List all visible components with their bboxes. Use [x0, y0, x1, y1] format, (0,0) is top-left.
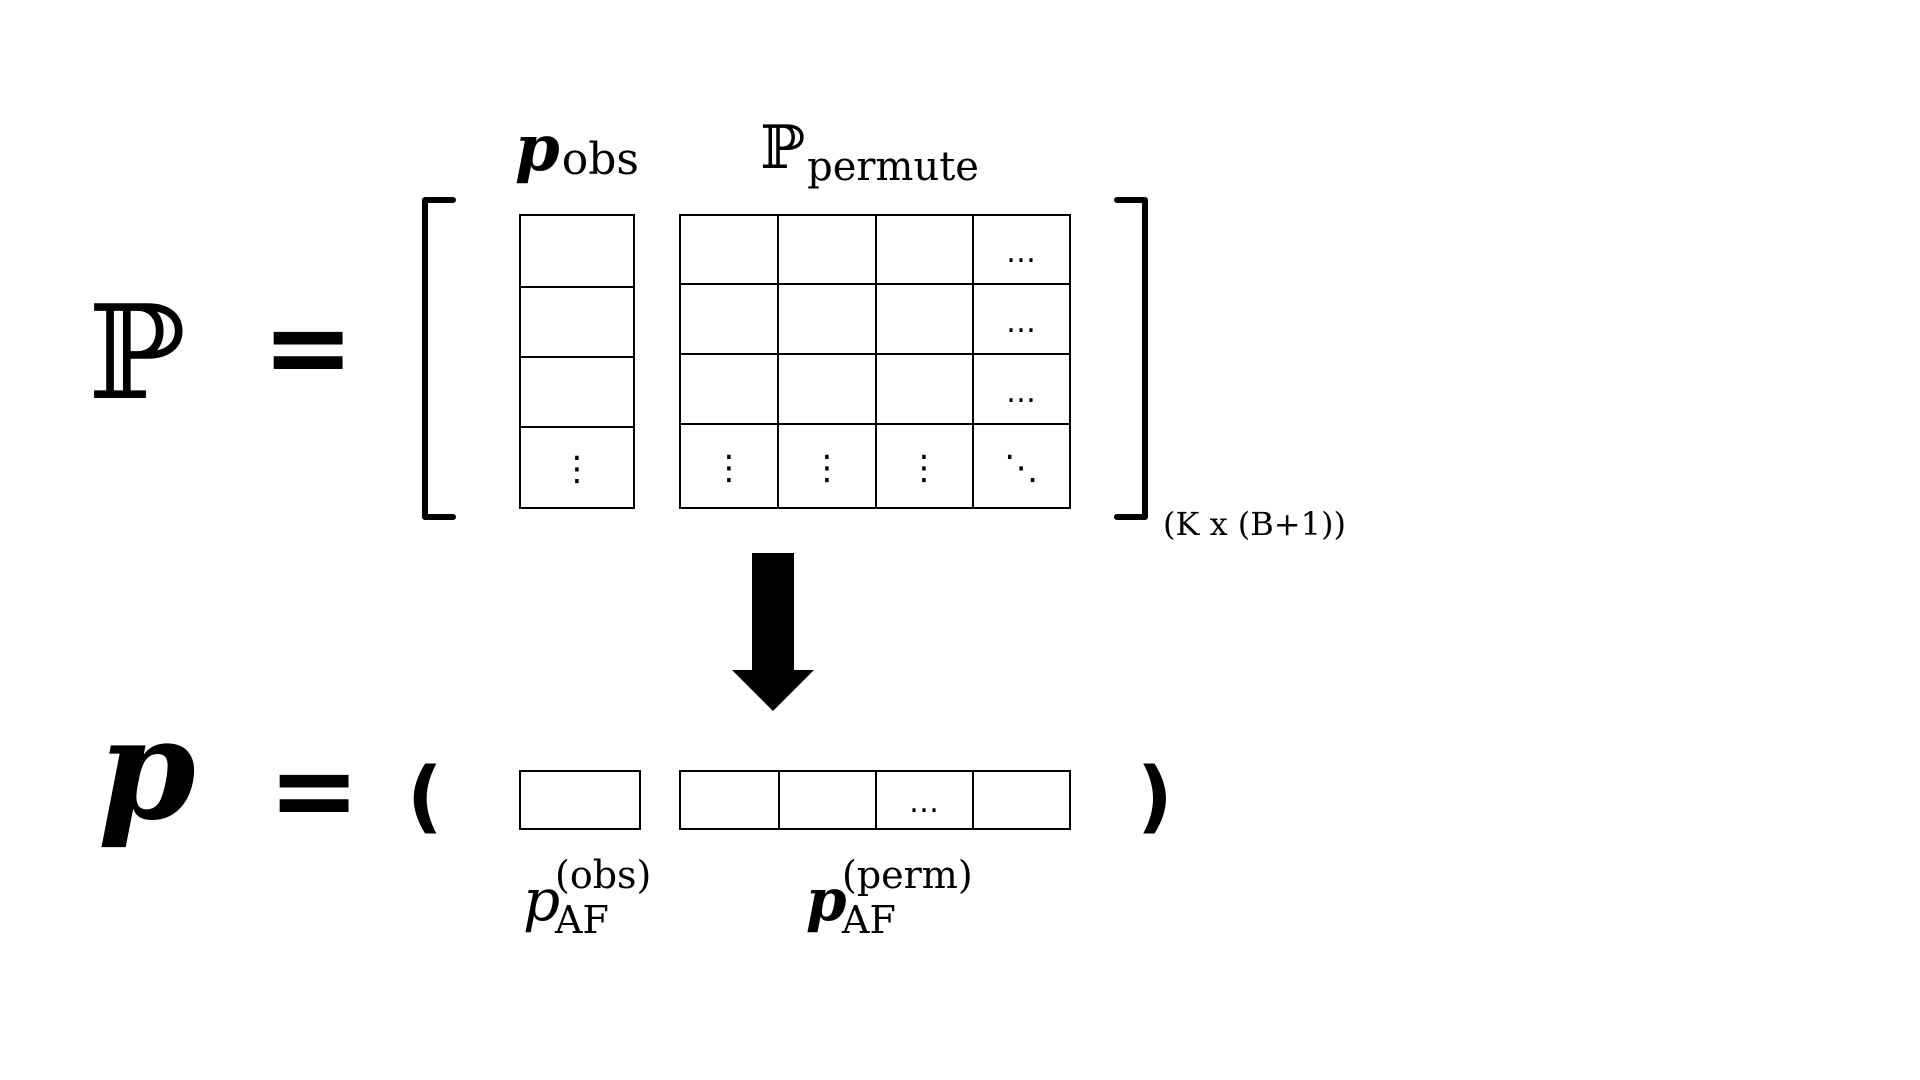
vector-perm-label-sub: AF	[841, 898, 896, 942]
vector-obs-label-main: p	[523, 866, 560, 934]
vector-perm-label-sup: (perm)	[842, 853, 973, 897]
perm-cell-vdots: ⋮	[810, 448, 844, 488]
vector-perm-label-main: p	[806, 866, 847, 934]
perm-cell-hdots: …	[1006, 375, 1036, 410]
vector-perm-cells: …	[909, 785, 939, 820]
vector-close-paren: )	[1137, 752, 1173, 842]
perm-block-cells: … … … ⋮ ⋮ ⋮ ⋱	[712, 235, 1038, 488]
vector-obs-cell-box	[519, 770, 641, 830]
perm-block-label-sub: permute	[807, 144, 979, 190]
vector-perm-cells-box	[679, 770, 1071, 830]
vector-open-paren: (	[407, 752, 443, 842]
vector-obs-label: p	[523, 866, 560, 934]
matrix-equals-sign: =	[262, 283, 354, 411]
perm-cell-hdots: …	[1006, 235, 1036, 270]
vector-obs-label-sup: (obs)	[555, 853, 651, 897]
perm-cell-vdots: ⋮	[907, 448, 941, 488]
obs-column-label-main: p	[515, 111, 560, 186]
obs-column-grid	[519, 214, 635, 509]
obs-cell-vdots: ⋮	[560, 449, 594, 489]
perm-cell-ddots: ⋱	[1004, 448, 1038, 488]
perm-block-grid	[679, 214, 1071, 509]
vector-perm-label: p	[806, 866, 847, 934]
vector-equals-sign: =	[268, 726, 360, 854]
vector-obs-label-sub: AF	[554, 898, 609, 942]
perm-cell-hdots: …	[1006, 305, 1036, 340]
perm-block-label-main: ℙ	[760, 113, 805, 183]
obs-column-label-sub: obs	[562, 134, 639, 185]
obs-column-label: pobs	[515, 111, 639, 186]
matrix-dimension: (K x (B+1))	[1163, 505, 1346, 543]
matrix-left-bracket	[422, 197, 456, 520]
vector-symbol: p	[98, 688, 196, 852]
obs-column-cells: ⋮	[560, 449, 594, 489]
perm-block-label: ℙpermute	[760, 113, 979, 190]
down-arrow-icon	[732, 553, 814, 711]
matrix-right-bracket	[1114, 197, 1148, 520]
perm-cell-vdots: ⋮	[712, 448, 746, 488]
matrix-symbol: ℙ	[88, 277, 186, 429]
vector-perm-cell-hdots: …	[909, 785, 939, 820]
